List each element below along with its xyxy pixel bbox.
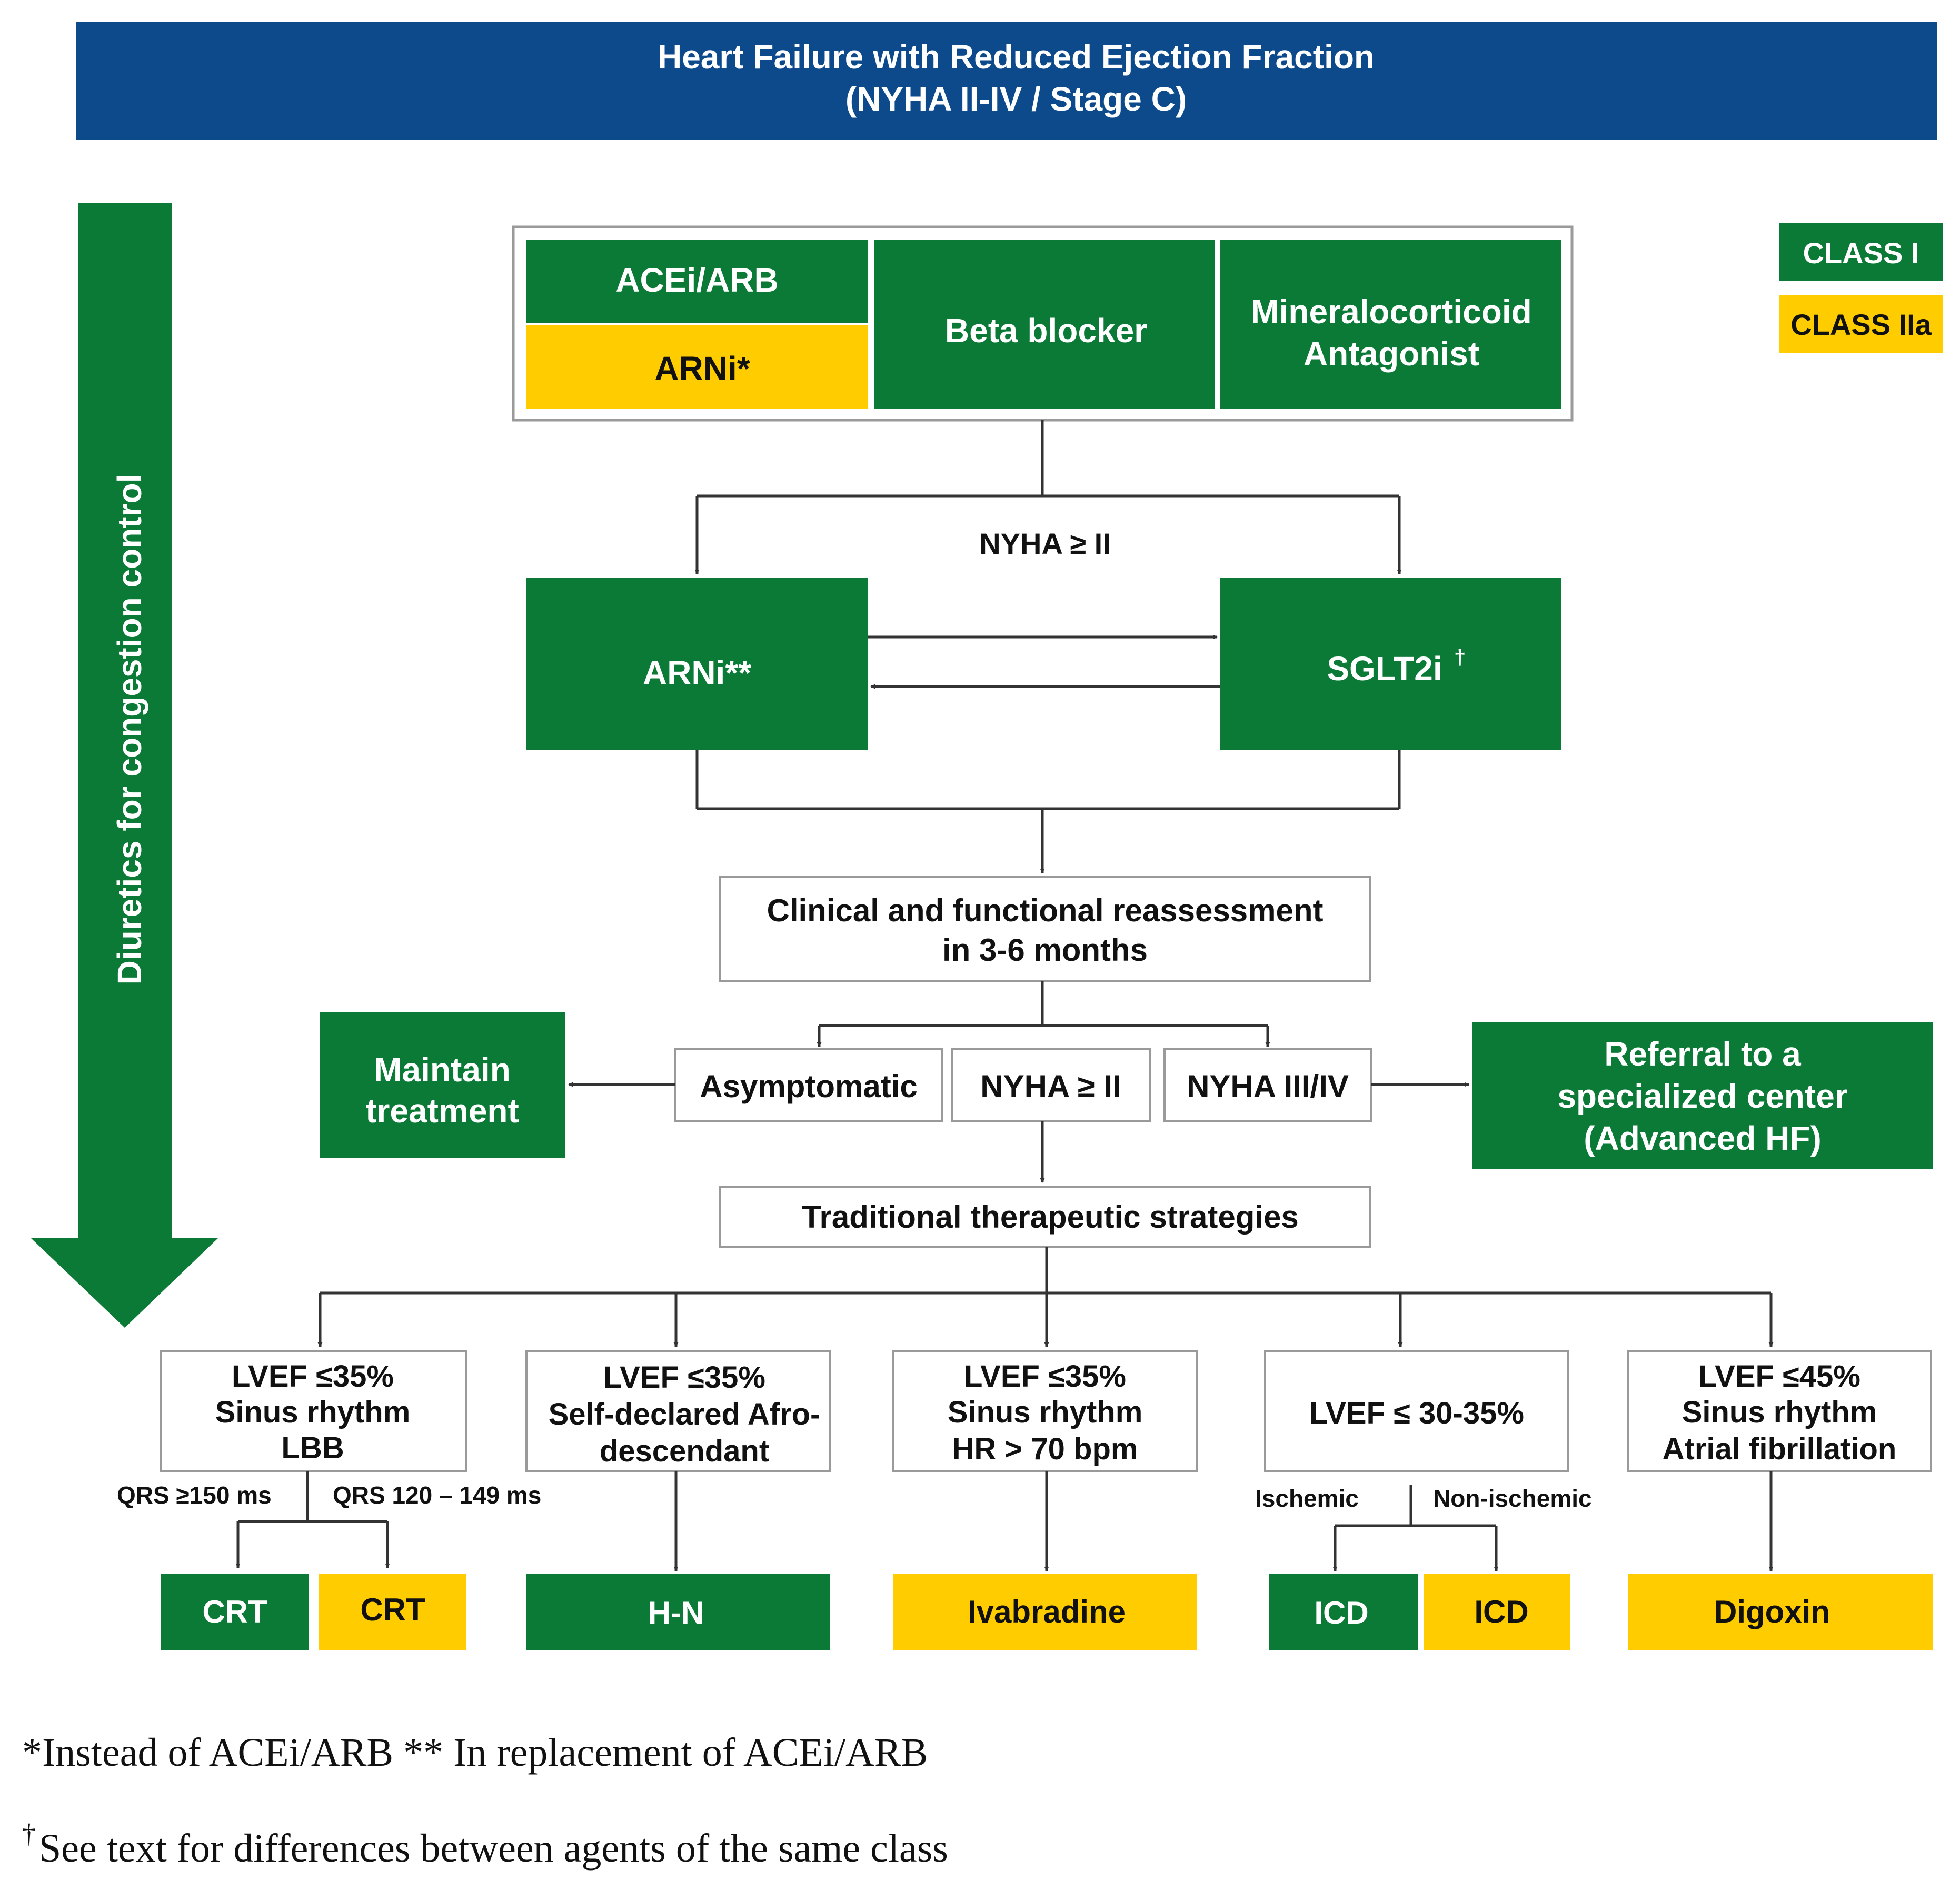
sglt2i-box: [1220, 578, 1561, 750]
arni-alt-box: [526, 325, 868, 409]
nyha-3-4-label: NYHA III/IV: [1187, 1069, 1349, 1104]
legend-class-iia-label: CLASS IIa: [1790, 308, 1932, 341]
connector-initial-split: [694, 420, 1402, 574]
arni-replacement-box: [526, 578, 868, 750]
legend-class-i-swatch: [1779, 223, 1943, 281]
qrs-120-149-label: QRS 120 – 149 ms: [333, 1481, 541, 1509]
legend: CLASS I CLASS IIa: [1779, 223, 1943, 353]
therapy-digoxin-label: Digoxin: [1714, 1594, 1830, 1629]
mra-label-line1: Mineralocorticoid: [1251, 293, 1531, 331]
connector-to-outcomes: [817, 981, 1270, 1047]
footnote-sglt2i: See text for differences between agents …: [39, 1826, 948, 1871]
connector-to-criteria: [317, 1247, 1774, 1347]
criteria-digoxin-line2: Sinus rhythm: [1682, 1395, 1877, 1429]
criteria-digoxin-box: [1627, 1350, 1932, 1472]
asymptomatic-box: [674, 1048, 943, 1122]
therapy-digoxin: [1628, 1574, 1933, 1650]
criteria-hn-line1: LVEF ≤35%: [603, 1360, 765, 1395]
therapy-crt-class-iia-label: CRT: [360, 1592, 425, 1627]
reassessment-box: [719, 876, 1371, 982]
beta-blocker-box: [874, 240, 1215, 409]
reassessment-line2: in 3-6 months: [942, 932, 1148, 968]
criteria-crt-line2: Sinus rhythm: [215, 1395, 411, 1429]
acei-arb-box: [526, 240, 868, 323]
criteria-hn-line3: descendant: [600, 1434, 769, 1468]
referral-line1: Referral to a: [1604, 1035, 1801, 1073]
criteria-ivabradine-line3: HR > 70 bpm: [952, 1432, 1138, 1466]
nyha-ge2-label: NYHA ≥ II: [980, 1069, 1121, 1104]
mra-label-line2: Antagonist: [1304, 335, 1479, 373]
maintain-treatment-box: [320, 1012, 565, 1158]
diuretics-arrow-shaft: [78, 203, 172, 1238]
criteria-ivabradine-line2: Sinus rhythm: [948, 1395, 1143, 1429]
therapy-icd-class-i-label: ICD: [1314, 1595, 1368, 1630]
maintain-line1: Maintain: [374, 1051, 511, 1089]
ischemic-label: Ischemic: [1255, 1485, 1359, 1512]
traditional-strategies-label: Traditional therapeutic strategies: [802, 1199, 1299, 1235]
qrs-ge150-label: QRS ≥150 ms: [117, 1481, 272, 1509]
criteria-crt-line3: LBB: [281, 1431, 344, 1465]
therapy-hn-label: H-N: [648, 1595, 704, 1630]
arni-alt-label: ARNi*: [654, 350, 750, 387]
criteria-icd-box: [1264, 1350, 1569, 1472]
footnote-arni: *Instead of ACEi/ARB ** In replacement o…: [22, 1730, 928, 1775]
referral-line3: (Advanced HF): [1584, 1119, 1822, 1157]
non-ischemic-label: Non-ischemic: [1433, 1485, 1592, 1512]
header-banner: [76, 22, 1937, 140]
therapy-crt-class-iia: [319, 1574, 466, 1650]
criteria-digoxin-line3: Atrial fibrillation: [1663, 1432, 1897, 1466]
reassessment-line1: Clinical and functional reassessment: [767, 893, 1323, 928]
header-subtitle: (NYHA II-IV / Stage C): [845, 80, 1187, 118]
footnote-dagger-mark: †: [22, 1819, 36, 1849]
therapy-ivabradine-label: Ivabradine: [968, 1594, 1126, 1629]
criteria-crt-box: [160, 1350, 467, 1472]
criteria-icd-line1: LVEF ≤ 30-35%: [1309, 1396, 1524, 1430]
connector-outcome-sides: [568, 1082, 1469, 1183]
maintain-line2: treatment: [365, 1092, 519, 1130]
beta-blocker-label: Beta blocker: [945, 312, 1147, 350]
criteria-ivabradine-line1: LVEF ≤35%: [964, 1359, 1126, 1394]
diuretics-arrow-head: [31, 1238, 218, 1328]
therapy-icd-class-i: [1269, 1574, 1418, 1650]
mra-box: [1220, 240, 1561, 409]
referral-line2: specialized center: [1557, 1077, 1847, 1115]
criteria-ivabradine-box: [892, 1350, 1198, 1472]
asymptomatic-label: Asymptomatic: [700, 1069, 917, 1104]
arni-sglt2i-exchange-arrows: [868, 634, 1220, 689]
therapy-icd-class-iia-label: ICD: [1474, 1594, 1528, 1629]
connector-to-therapies: [235, 1471, 1774, 1571]
referral-box: [1472, 1022, 1933, 1169]
header-title: Heart Failure with Reduced Ejection Frac…: [658, 38, 1375, 76]
connector-to-reassessment: [695, 750, 1401, 873]
acei-arb-label: ACEi/ARB: [615, 261, 778, 299]
criteria-hn-line2: Self-declared Afro-: [549, 1397, 821, 1431]
diuretics-label: Diuretics for congestion control: [111, 474, 148, 985]
arni-replacement-label: ARNi**: [643, 654, 751, 692]
nyha-ge2-box: [951, 1048, 1151, 1122]
therapy-crt-class-i: [161, 1574, 309, 1650]
therapy-icd-class-iia: [1424, 1574, 1570, 1650]
criteria-digoxin-line1: LVEF ≤45%: [1698, 1359, 1860, 1394]
traditional-strategies-box: [719, 1186, 1371, 1248]
legend-class-i-label: CLASS I: [1803, 236, 1919, 270]
criteria-crt-line1: LVEF ≤35%: [232, 1359, 394, 1394]
criteria-hn-box: [525, 1350, 831, 1472]
therapy-ivabradine: [893, 1574, 1197, 1650]
sglt2i-dagger: †: [1454, 646, 1466, 669]
legend-class-iia-swatch: [1779, 295, 1943, 353]
diuretics-arrow: Diuretics for congestion control: [31, 203, 218, 1328]
therapy-hn: [526, 1574, 830, 1650]
therapy-crt-class-i-label: CRT: [202, 1594, 267, 1629]
sglt2i-label: SGLT2i: [1327, 650, 1442, 688]
nyha-branch-label: NYHA ≥ II: [979, 527, 1111, 560]
